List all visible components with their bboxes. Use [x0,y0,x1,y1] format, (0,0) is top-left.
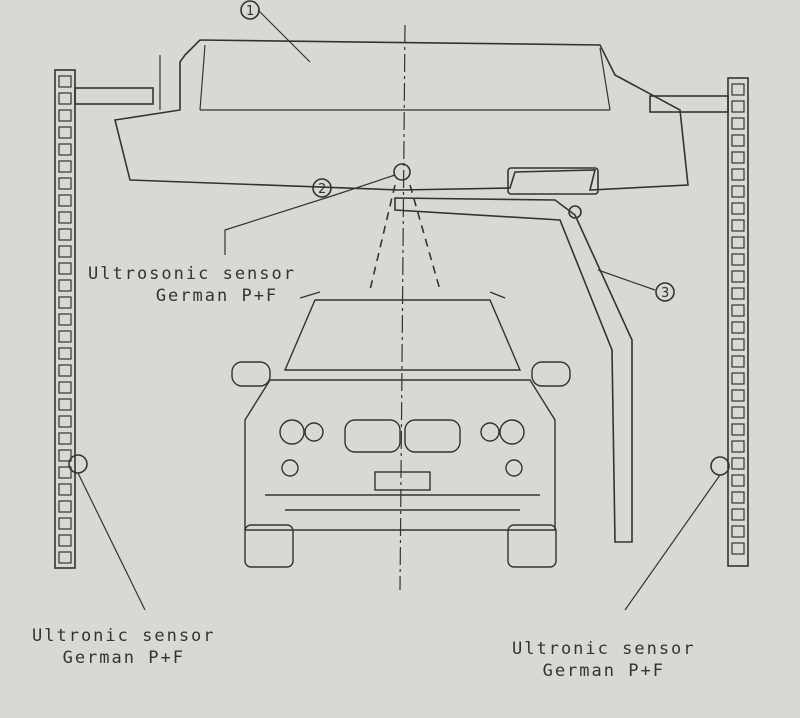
column-slot [58,75,72,88]
column-slot [731,406,745,419]
column-slot [731,423,745,436]
column-slot [58,500,72,513]
top-sensor-label-line1: Ultrosonic sensor [88,264,296,284]
right-sensor-label-line2: German P+F [542,661,665,681]
column-slot [58,330,72,343]
column-slot [731,389,745,402]
column-slot [58,347,72,360]
column-slot [731,355,745,368]
column-slot [731,100,745,113]
callout-2-text: 2 [318,182,326,197]
column-slot [731,508,745,521]
gantry-body [114,39,689,191]
column-slot [731,185,745,198]
column-slot [58,109,72,122]
column-slot [731,491,745,504]
right-sensor-label: Ultronic sensor German P+F [512,638,696,682]
column-slot [58,279,72,292]
column-slot [731,542,745,555]
top-sensor-label-line2: German P+F [155,286,279,306]
top-sensor-icon [393,163,411,181]
column-slot [731,151,745,164]
column-slot [731,321,745,334]
brush-arm [394,197,633,543]
gantry-motor-box [507,167,599,195]
column-slot [58,143,72,156]
right-bracket [649,95,729,113]
column-slot [731,474,745,487]
left-sensor-label: Ultronic sensor German P+F [32,625,216,669]
centerline [399,24,406,591]
column-slot [58,296,72,309]
column-slot [731,338,745,351]
column-slot [58,177,72,190]
right-sensor-icon [710,456,730,476]
left-sensor-label-line2: German P+F [62,648,185,668]
callout-1 [240,0,260,20]
callout-1-text: 1 [246,4,254,19]
column-slot [58,364,72,377]
column-slot [731,253,745,266]
right-sensor-label-line1: Ultronic sensor [512,639,696,659]
column-slot [58,262,72,275]
column-slot [731,168,745,181]
column-slot [58,160,72,173]
column-slot [58,313,72,326]
column-slot [731,117,745,130]
column-slot [731,202,745,215]
column-slot [58,449,72,462]
column-slot [58,381,72,394]
column-slot [58,92,72,105]
column-slot [58,415,72,428]
column-slot [58,534,72,547]
column-slot [731,457,745,470]
column-slot [731,525,745,538]
column-slot [731,304,745,317]
column-slot [731,236,745,249]
column-slot [58,211,72,224]
column-slot [731,83,745,96]
column-slot [58,432,72,445]
column-slot [58,483,72,496]
left-sensor-icon [68,454,88,474]
column-slot [731,287,745,300]
left-bracket [74,87,154,105]
column-slot [731,270,745,283]
left-column [54,69,76,569]
column-slot [58,194,72,207]
column-slot [731,219,745,232]
column-slot [731,440,745,453]
callout-2 [312,178,332,198]
column-slot [58,466,72,479]
callout-3-text: 3 [661,286,669,301]
car-outline [231,291,571,568]
column-slot [58,398,72,411]
column-slot [58,551,72,564]
column-slot [731,134,745,147]
column-slot [58,517,72,530]
column-slot [58,228,72,241]
column-slot [58,126,72,139]
callout-3 [655,282,675,302]
top-sensor-label: Ultrosonic sensor German P+F [88,263,296,307]
column-slot [58,245,72,258]
right-column [727,77,749,567]
column-slot [731,372,745,385]
left-sensor-label-line1: Ultronic sensor [32,626,216,646]
